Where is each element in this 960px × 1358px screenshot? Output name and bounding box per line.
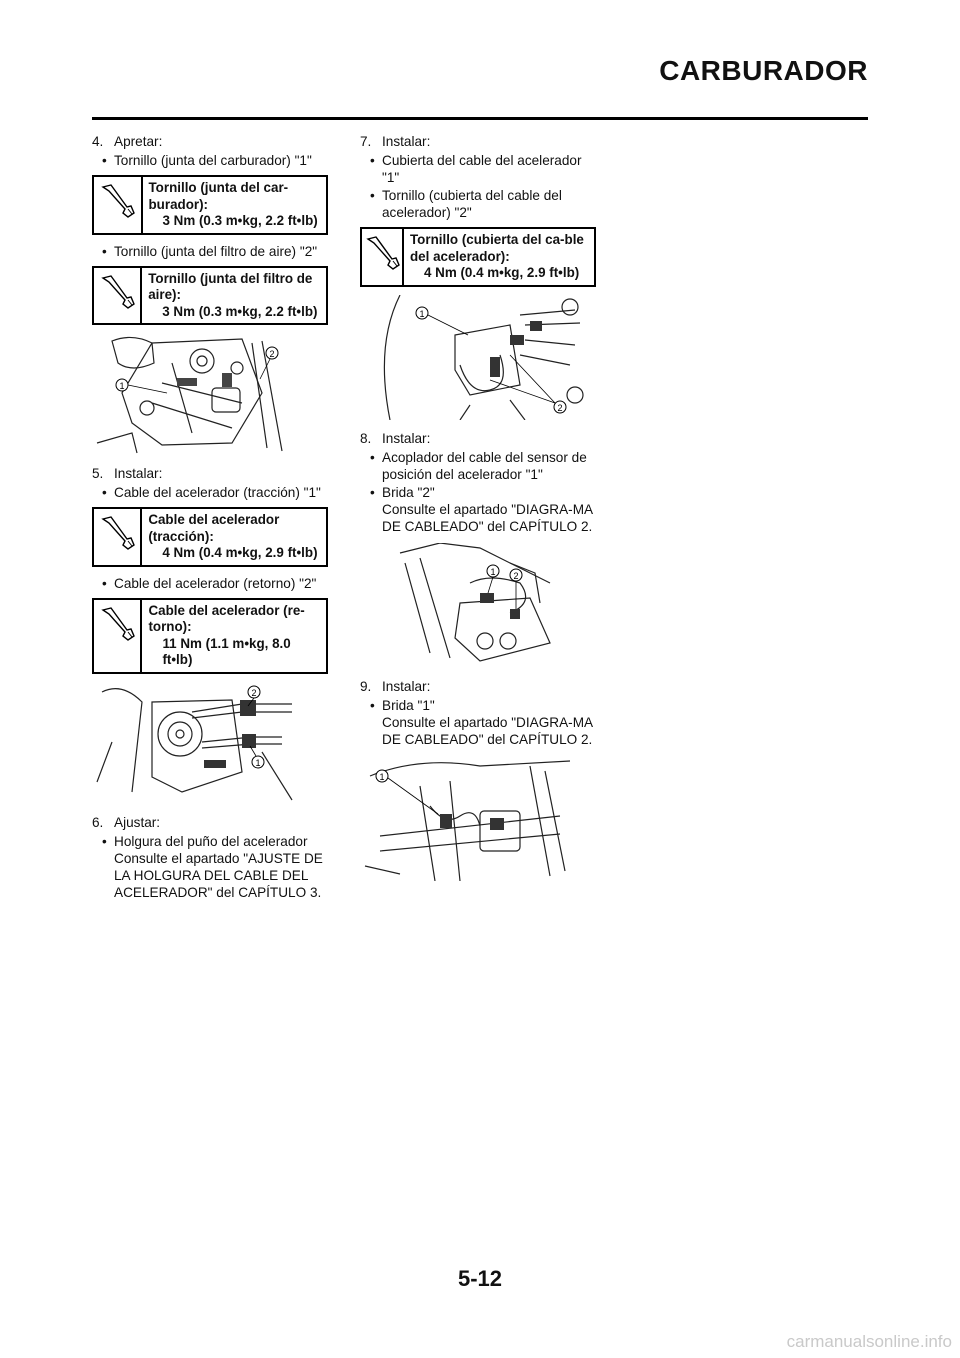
step-number: 9. — [360, 678, 372, 694]
page-title: CARBURADOR — [659, 55, 868, 86]
bullet-item: •Tornillo (junta del filtro de aire) "2" — [102, 243, 318, 259]
bullet-text: Tornillo (junta del carburador) "1" — [114, 153, 312, 168]
torque-value: 3 Nm (0.3 m•kg, 2.2 ft•lb) — [162, 213, 318, 228]
torque-spec-box: Tornillo (junta del filtro de aire):3 Nm… — [92, 265, 328, 325]
torque-spec-box: Tornillo (cubierta del ca-ble del aceler… — [360, 227, 596, 287]
torque-wrench-icon — [94, 177, 143, 233]
sensor-coupler-illustration: 1 2 — [360, 542, 600, 668]
reference-note: Consulte el apartado "DIAGRA-MA DE CABLE… — [382, 714, 593, 747]
header-rule — [92, 117, 868, 120]
bullet-item: •Acoplador del cable del sensor de posic… — [370, 449, 587, 482]
watermark: carmanualsonline.info — [786, 1332, 952, 1351]
step-number: 4. — [92, 134, 104, 149]
bullet-text: Cable del acelerador (retorno) "2" — [114, 575, 317, 591]
callout-2: 2 — [514, 571, 519, 581]
bullet-text: Tornillo (junta del filtro de aire) "2" — [114, 243, 318, 259]
callout-2: 2 — [270, 349, 275, 359]
clamp-illustration: 1 — [360, 755, 600, 881]
page-number: 5-12 — [457, 1266, 503, 1291]
torque-spec-box: Cable del acelerador (tracción):4 Nm (0.… — [92, 507, 328, 567]
torque-value: 3 Nm (0.3 m•kg, 2.2 ft•lb) — [162, 303, 318, 319]
callout-1: 1 — [380, 772, 385, 782]
reference-note: Consulte el apartado "DIAGRA-MA DE CABLE… — [382, 501, 593, 534]
callout-1: 1 — [491, 567, 496, 577]
bullet-text: Brida "2" — [382, 484, 435, 500]
bullet-text: Brida "1" — [382, 697, 435, 713]
torque-wrench-icon — [362, 229, 404, 285]
step-7: 7. Instalar: — [360, 133, 600, 150]
callout-1: 1 — [120, 381, 125, 391]
step-number: 8. — [360, 430, 372, 446]
step-label: Instalar: — [382, 134, 431, 149]
bullet-item: •Cable del acelerador (tracción) "1" — [102, 485, 321, 500]
bullet-text: Tornillo (cubierta del cable del acelera… — [382, 188, 562, 220]
step-number: 5. — [92, 466, 104, 481]
torque-name: Tornillo (junta del car-burador): — [148, 180, 289, 212]
step-label: Instalar: — [114, 466, 163, 481]
torque-value: 4 Nm (0.4 m•kg, 2.9 ft•lb) — [162, 545, 318, 560]
torque-name: Tornillo (junta del filtro de aire): — [148, 270, 313, 303]
bullet-item: •Brida "1" Consulte el apartado "DIAGRA-… — [360, 697, 600, 748]
torque-spec-box: Tornillo (junta del car-burador):3 Nm (0… — [92, 175, 328, 235]
callout-1: 1 — [420, 309, 425, 319]
step-5: 5. Instalar: — [92, 465, 332, 482]
left-column: 4. Apretar: •Tornillo (junta del carburad… — [92, 133, 332, 902]
bullet-text: Cable del acelerador (tracción) "1" — [114, 485, 321, 500]
step-number: 6. — [92, 814, 104, 830]
carburetor-joint-illustration: 1 2 — [92, 333, 332, 455]
bullet-item: •Tornillo (cubierta del cable del aceler… — [370, 188, 562, 220]
torque-wrench-icon — [94, 509, 143, 565]
bullet-item: •Tornillo (junta del carburador) "1" — [102, 153, 312, 168]
step-number: 7. — [360, 134, 372, 149]
torque-spec-box: Cable del acelerador (re-torno):11 Nm (1… — [92, 597, 328, 674]
torque-name: Cable del acelerador (tracción): — [148, 512, 280, 544]
torque-wrench-icon — [94, 599, 143, 672]
torque-name: Tornillo (cubierta del ca-ble del aceler… — [410, 232, 584, 264]
throttle-cable-illustration: 2 1 — [92, 681, 332, 804]
step-label: Instalar: — [382, 678, 431, 694]
cable-cover-illustration: 1 2 — [360, 294, 600, 420]
step-label: Apretar: — [114, 134, 163, 149]
bullet-item: •Holgura del puño del acelerador Consult… — [92, 833, 332, 901]
step-4: 4. Apretar: — [92, 133, 332, 150]
bullet-text: Holgura del puño del acelerador — [114, 833, 308, 849]
callout-2: 2 — [252, 688, 257, 698]
torque-wrench-icon — [94, 267, 143, 323]
step-label: Instalar: — [382, 430, 431, 446]
torque-value: 4 Nm (0.4 m•kg, 2.9 ft•lb) — [424, 265, 580, 280]
bullet-item: •Brida "2" Consulte el apartado "DIAGRA-… — [360, 484, 600, 535]
torque-value: 11 Nm (1.1 m•kg, 8.0 ft•lb) — [162, 635, 291, 668]
callout-1: 1 — [256, 758, 261, 768]
bullet-text: Acoplador del cable del sensor de posici… — [382, 449, 587, 482]
right-column: 7. Instalar: •Cubierta del cable del acel… — [360, 133, 600, 891]
callout-2: 2 — [558, 403, 563, 413]
step-label: Ajustar: — [114, 814, 161, 830]
step-6: 6. Ajustar: — [92, 814, 332, 831]
bullet-text: Cubierta del cable del acelerador "1" — [382, 153, 582, 185]
step-8: 8. Instalar: — [360, 430, 600, 447]
bullet-item: •Cable del acelerador (retorno) "2" — [102, 575, 317, 591]
step-9: 9. Instalar: — [360, 678, 600, 695]
bullet-item: •Cubierta del cable del acelerador "1" — [370, 153, 582, 185]
reference-note: Consulte el apartado "AJUSTE DE LA HOLGU… — [114, 850, 323, 900]
torque-name: Cable del acelerador (re-torno): — [148, 602, 305, 635]
